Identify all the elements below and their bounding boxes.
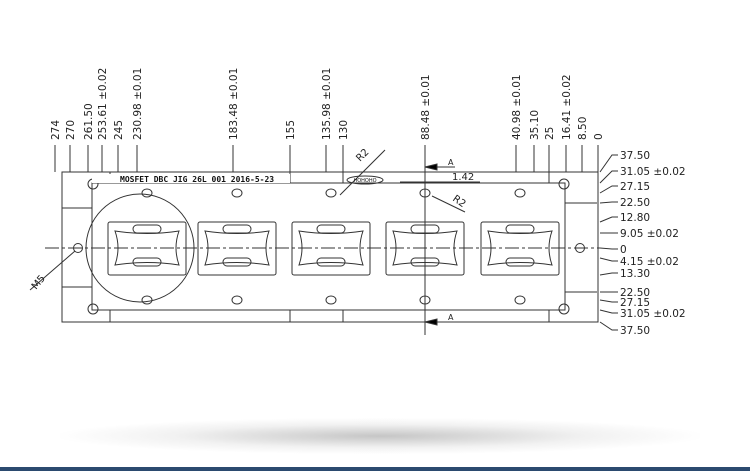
pocket bbox=[107, 221, 187, 276]
bottom-bar bbox=[0, 467, 750, 471]
dimension-leader bbox=[599, 309, 618, 314]
right-dimension-label: 9.05 ±0.02 bbox=[620, 228, 679, 240]
locating-hole bbox=[325, 295, 337, 305]
pocket bbox=[291, 221, 371, 276]
logo bbox=[346, 175, 384, 185]
pocket-slot bbox=[222, 224, 252, 234]
outer-plate bbox=[61, 171, 599, 323]
locating-hole bbox=[231, 295, 243, 305]
locating-hole bbox=[419, 295, 431, 305]
top-dimension-label: 230.98 ±0.01 bbox=[132, 68, 144, 140]
dimension-leader bbox=[599, 201, 618, 204]
top-dimension-label: 0 bbox=[593, 133, 605, 140]
right-dimension-label: 22.50 bbox=[620, 287, 650, 299]
m5-leader bbox=[29, 250, 76, 291]
section-a-label: A bbox=[448, 158, 454, 167]
locating-hole bbox=[419, 188, 431, 198]
floor-shadow bbox=[60, 418, 700, 454]
dimension-leader bbox=[599, 299, 618, 303]
top-dimension-label: 88.48 ±0.01 bbox=[420, 74, 432, 140]
dimension-leader bbox=[599, 216, 618, 223]
r2-label: R2 bbox=[354, 147, 371, 164]
top-dimension-label: 8.50 bbox=[577, 117, 589, 140]
top-dimension-label: 130 bbox=[338, 120, 350, 140]
top-dimension-label: 274 bbox=[50, 120, 62, 140]
right-dimension-label: 27.15 bbox=[620, 297, 650, 309]
pocket-cavity bbox=[487, 230, 553, 266]
dimension-leader bbox=[599, 154, 618, 173]
right-dimension-label: 12.80 bbox=[620, 212, 650, 224]
gap-label: 1.42 bbox=[452, 172, 474, 183]
dimension-leader bbox=[599, 272, 618, 276]
right-dimension-label: 0 bbox=[620, 244, 627, 256]
corner-notch bbox=[558, 303, 570, 315]
title-plate-text: MOSFET DBC JIG 26L 001 2016-5-23 bbox=[120, 175, 274, 184]
locating-hole bbox=[325, 188, 337, 198]
right-dimension-label: 31.05 ±0.02 bbox=[620, 166, 686, 178]
locating-hole bbox=[231, 188, 243, 198]
right-dimension-label: 13.30 bbox=[620, 268, 650, 280]
r2-label: R2 bbox=[450, 193, 467, 210]
arrow-icon bbox=[424, 163, 438, 171]
dimension-leader bbox=[599, 321, 618, 331]
right-dimension-label: 27.15 bbox=[620, 181, 650, 193]
dimension-leader bbox=[599, 247, 618, 250]
top-dimension-label: 245 bbox=[113, 120, 125, 140]
pocket bbox=[385, 221, 465, 276]
right-dimension-label: 22.50 bbox=[620, 197, 650, 209]
left-steps bbox=[62, 207, 92, 288]
top-dimension-label: 183.48 ±0.01 bbox=[228, 68, 240, 140]
top-dimension-label: 35.10 bbox=[529, 110, 541, 140]
dimension-leader bbox=[599, 170, 618, 184]
top-dimension-label: 270 bbox=[65, 120, 77, 140]
right-hole bbox=[575, 243, 585, 253]
pocket-slot bbox=[410, 257, 440, 267]
pocket-slot bbox=[316, 224, 346, 234]
locating-hole bbox=[141, 295, 153, 305]
top-dimension-label: 16.41 ±0.02 bbox=[561, 74, 573, 140]
pocket-slot bbox=[132, 224, 162, 234]
m5-hole bbox=[73, 243, 83, 253]
top-dimension-label: 155 bbox=[285, 120, 297, 140]
arrow-icon bbox=[424, 318, 438, 326]
dimension-leader bbox=[599, 257, 618, 262]
r2-leader bbox=[431, 195, 466, 213]
locating-hole bbox=[141, 188, 153, 198]
logo-text: HOHOHO bbox=[353, 178, 376, 184]
pocket-slot bbox=[505, 224, 535, 234]
top-dimension-label: 25 bbox=[544, 127, 556, 140]
pocket bbox=[480, 221, 560, 276]
pocket-slot bbox=[316, 257, 346, 267]
pocket-slot bbox=[222, 257, 252, 267]
pocket-slot bbox=[505, 257, 535, 267]
pocket-slot bbox=[132, 257, 162, 267]
right-dimension-label: 37.50 bbox=[620, 150, 650, 162]
locating-hole bbox=[514, 188, 526, 198]
section-a-label: A bbox=[448, 313, 454, 322]
dimension-leader bbox=[599, 185, 618, 194]
top-dimension-label: 40.98 ±0.01 bbox=[511, 74, 523, 140]
right-dimension-label: 37.50 bbox=[620, 325, 650, 337]
right-dimension-label: 31.05 ±0.02 bbox=[620, 308, 686, 320]
right-dimension-label: 4.15 ±0.02 bbox=[620, 256, 679, 268]
inner-body bbox=[91, 182, 566, 311]
right-steps bbox=[565, 202, 597, 293]
top-dimension-label: 261.50 bbox=[83, 103, 95, 140]
pocket bbox=[197, 221, 277, 276]
corner-notch bbox=[558, 178, 570, 190]
pocket-slot bbox=[410, 224, 440, 234]
r2-leader bbox=[339, 149, 386, 196]
top-dimension-label: 135.98 ±0.01 bbox=[321, 68, 333, 140]
locating-hole bbox=[514, 295, 526, 305]
corner-notch bbox=[87, 303, 99, 315]
top-dimension-label: 253.61 ±0.02 bbox=[97, 68, 109, 140]
